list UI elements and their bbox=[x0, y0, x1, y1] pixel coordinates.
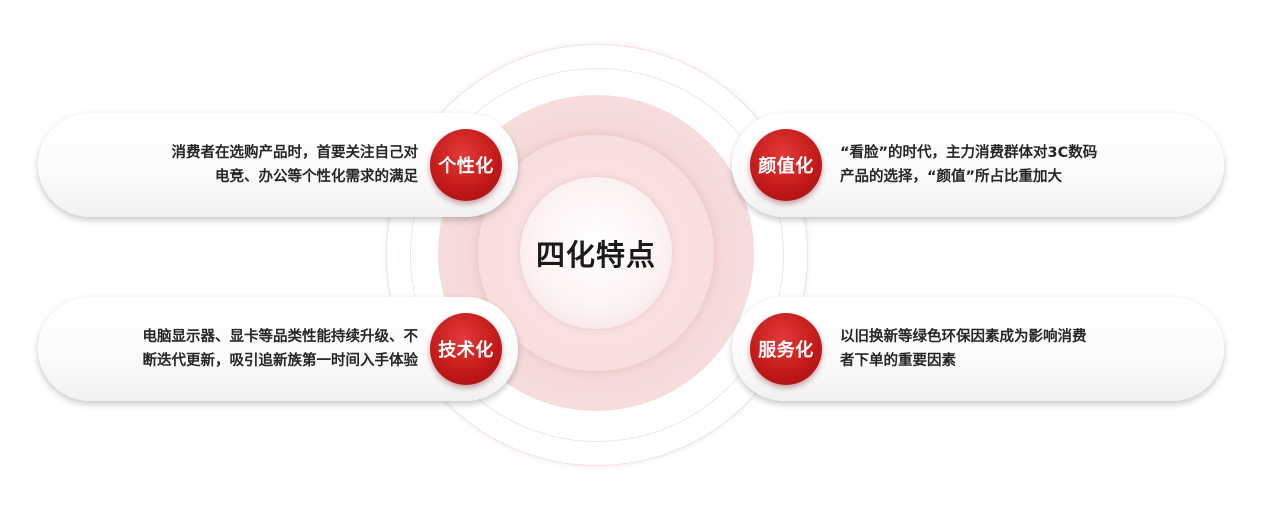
description-line-2: 断迭代更新，吸引追新族第一时间入手体验 bbox=[142, 353, 419, 369]
description-line-1: “看脸”的时代，主力消费群体对3C数码 bbox=[840, 145, 1098, 161]
description-line-2: 者下单的重要因素 bbox=[840, 353, 956, 369]
center-title: 四化特点 bbox=[535, 238, 656, 272]
feature-badge-technical: 技术化 bbox=[430, 313, 502, 385]
feature-badge-personalized: 个性化 bbox=[430, 129, 502, 201]
feature-card-personalized: 消费者在选购产品时，首要关注自己对 电竞、办公等个性化需求的满足 个性化 bbox=[38, 113, 518, 217]
description-line-2: 电竞、办公等个性化需求的满足 bbox=[215, 169, 418, 185]
outer-ring bbox=[386, 44, 808, 466]
feature-description: 消费者在选购产品时，首要关注自己对 电竞、办公等个性化需求的满足 bbox=[58, 113, 419, 217]
feature-description: 以旧换新等绿色环保因素成为影响消费 者下单的重要因素 bbox=[840, 297, 1204, 401]
feature-card-appearance: 颜值化 “看脸”的时代，主力消费群体对3C数码 产品的选择，“颜值”所占比重加大 bbox=[732, 113, 1224, 217]
ring-4 bbox=[410, 68, 784, 442]
feature-card-technical: 电脑显示器、显卡等品类性能持续升级、不 断迭代更新，吸引追新族第一时间入手体验 … bbox=[38, 297, 518, 401]
feature-badge-service: 服务化 bbox=[750, 313, 822, 385]
inner-ring bbox=[520, 177, 672, 329]
feature-badge-appearance: 颜值化 bbox=[750, 129, 822, 201]
feature-description: “看脸”的时代，主力消费群体对3C数码 产品的选择，“颜值”所占比重加大 bbox=[840, 113, 1204, 217]
description-line-2: 产品的选择，“颜值”所占比重加大 bbox=[840, 169, 1063, 185]
feature-description: 电脑显示器、显卡等品类性能持续升级、不 断迭代更新，吸引追新族第一时间入手体验 bbox=[58, 297, 419, 401]
description-line-1: 以旧换新等绿色环保因素成为影响消费 bbox=[840, 329, 1087, 345]
feature-card-service: 服务化 以旧换新等绿色环保因素成为影响消费 者下单的重要因素 bbox=[732, 297, 1224, 401]
description-line-1: 消费者在选购产品时，首要关注自己对 bbox=[171, 145, 419, 161]
description-line-1: 电脑显示器、显卡等品类性能持续升级、不 bbox=[142, 329, 419, 345]
